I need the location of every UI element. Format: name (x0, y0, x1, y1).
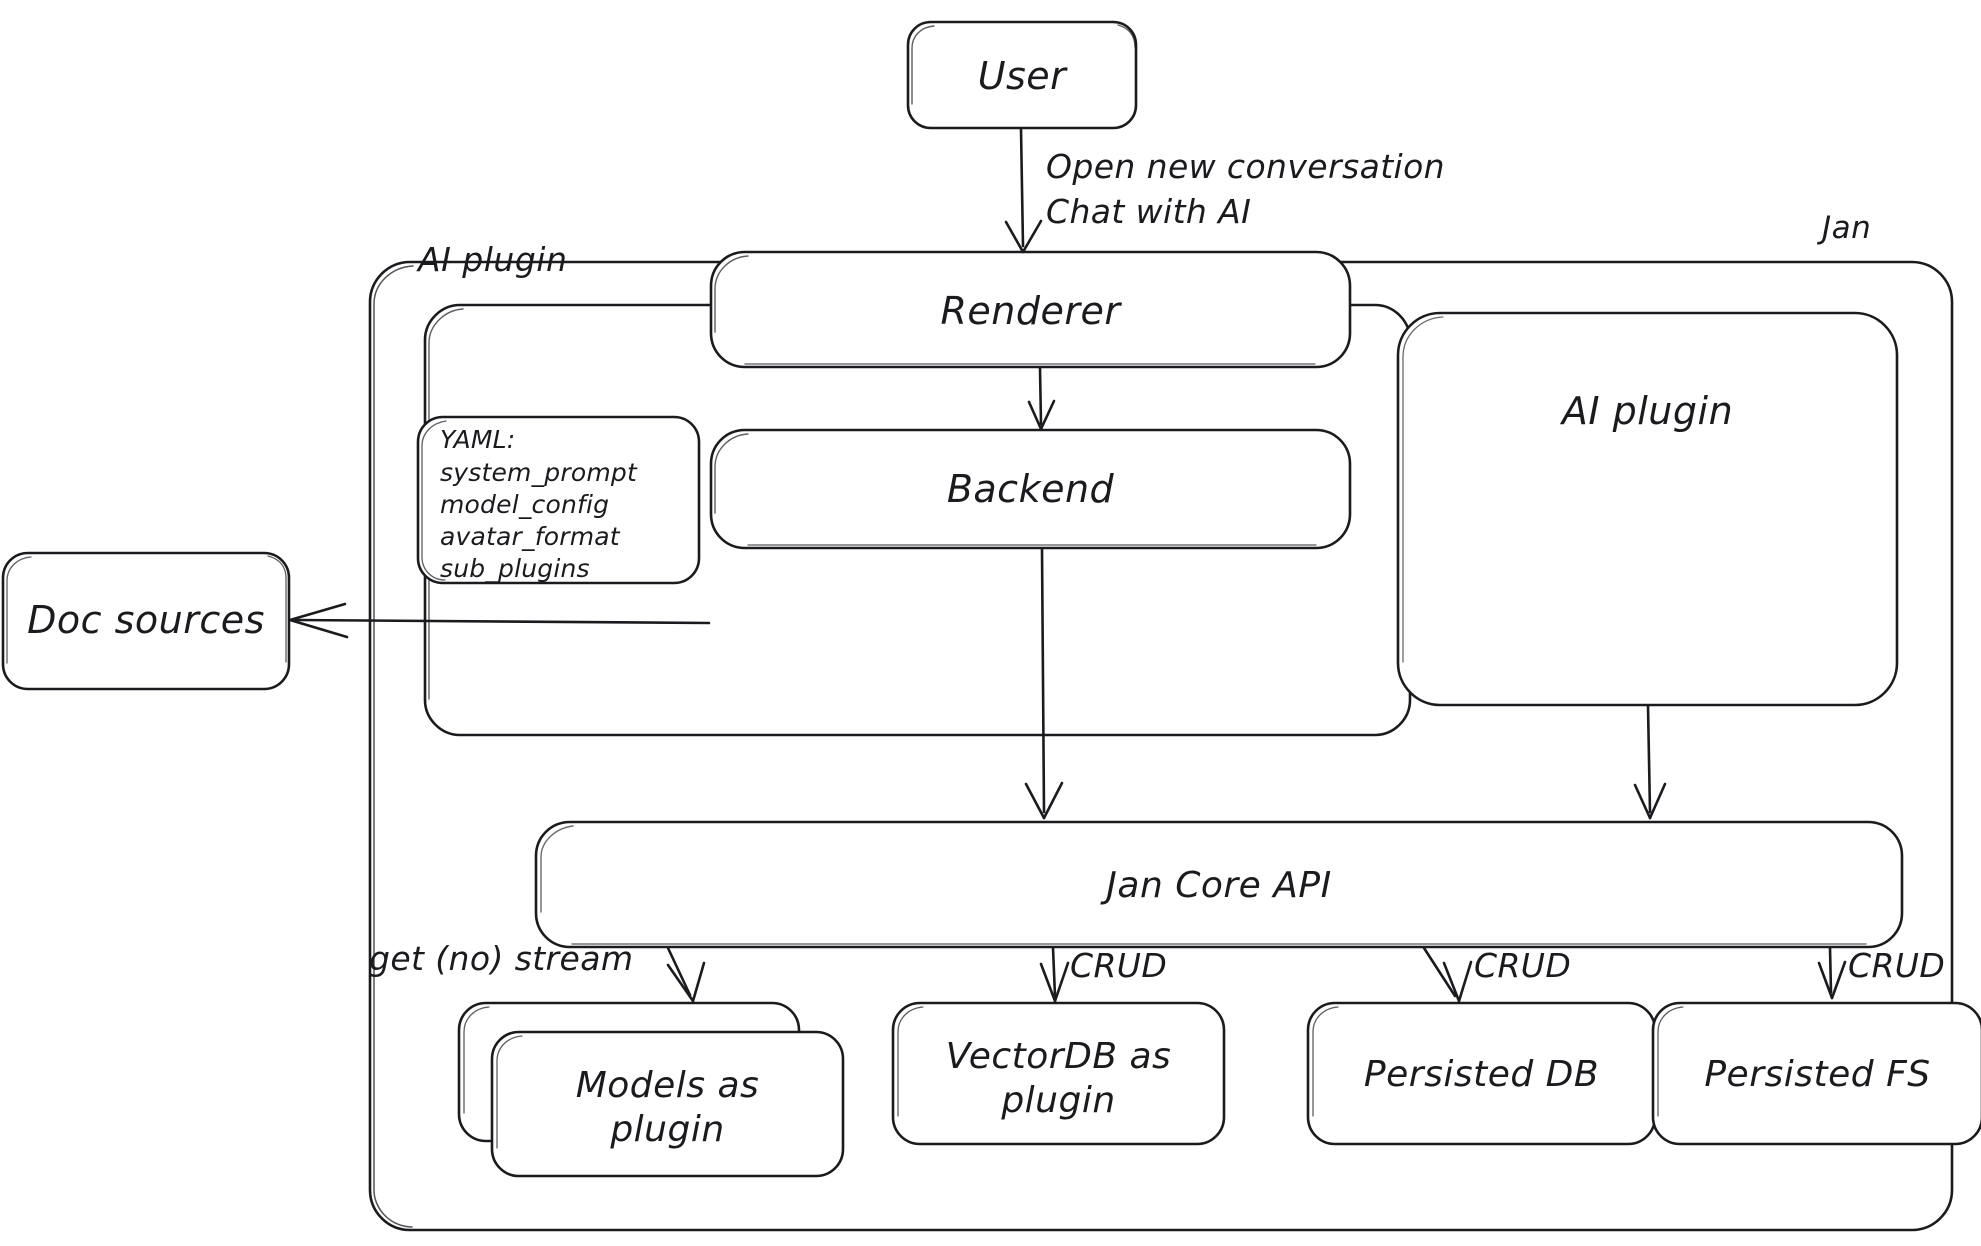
node-persisted-db (1306, 1001, 1657, 1146)
node-backend (709, 428, 1352, 550)
node-models-as-plugin (457, 1001, 845, 1178)
edge-label-crud-3: CRUD (1848, 946, 1946, 985)
container-jan (368, 260, 1954, 1232)
node-yaml-note (416, 415, 701, 585)
node-user (906, 20, 1138, 130)
node-renderer (709, 250, 1352, 369)
edge-backend-to-doc-sources (288, 602, 711, 639)
edge-ai-plugin-to-core (1633, 704, 1667, 820)
edge-core-to-vectordb (1039, 946, 1070, 1003)
edge-renderer-to-backend (1027, 366, 1056, 431)
edge-core-to-persisted-db (1422, 946, 1473, 1003)
edge-label-crud-2: CRUD (1474, 946, 1572, 985)
edge-core-to-persisted-fs (1817, 946, 1847, 1000)
edge-user-to-renderer (1004, 127, 1043, 254)
edge-core-to-models (666, 946, 706, 1003)
edge-label-crud-1: CRUD (1070, 946, 1168, 985)
yaml-note-line-3: sub_plugins (440, 554, 590, 583)
edge-backend-to-core (1024, 547, 1064, 820)
yaml-note-line-1: model_config (440, 490, 610, 519)
node-jan-core-api (534, 820, 1904, 949)
node-persisted-fs (1651, 1001, 1981, 1146)
node-ai-plugin (1396, 311, 1899, 707)
edge-label-user-to-renderer-line1: Open new conversation (1046, 147, 1446, 186)
container-ai-plugin-group (423, 303, 1412, 737)
yaml-note-line-2: avatar_format (440, 522, 620, 551)
node-vectordb-as-plugin (891, 1001, 1226, 1146)
yaml-note-line-0: system_prompt (440, 458, 637, 487)
edge-label-user-to-renderer-line2: Chat with AI (1046, 192, 1252, 231)
yaml-note-title: YAML: (440, 425, 516, 454)
node-doc-sources (1, 551, 291, 691)
edge-label-get-no-stream: get (no) stream (369, 939, 634, 978)
